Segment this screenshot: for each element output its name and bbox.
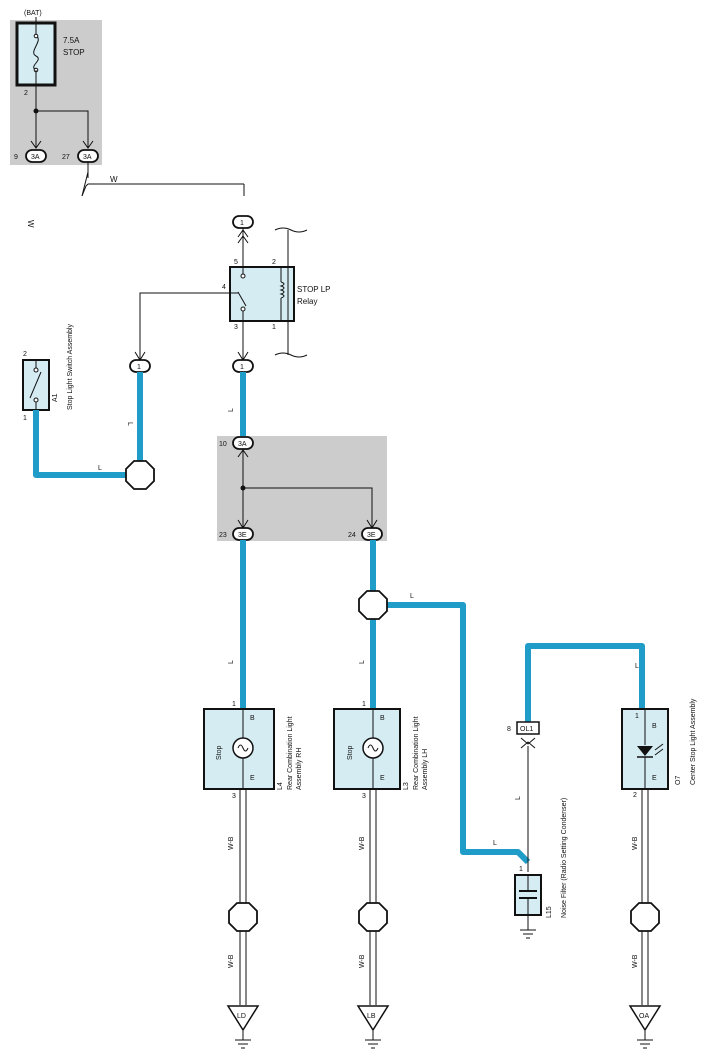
conn-3a-27-pin: 27 [62,154,70,161]
splice-lh [358,590,388,620]
splice-center-ground [630,902,660,932]
fuse-icon [33,23,39,85]
svg-text:Rear Combination Light: Rear Combination Light [413,716,420,790]
svg-text:E: E [380,775,385,782]
wire-w-top: W [110,175,118,184]
wire-l-bottom-a1: L [98,465,102,472]
wire-l-relay: L [228,408,235,412]
svg-text:W-B: W-B [632,836,639,850]
svg-text:1: 1 [240,220,244,227]
svg-text:3: 3 [234,324,238,331]
svg-text:OL1: OL1 [520,726,533,733]
svg-text:Center Stop Light Assembly: Center Stop Light Assembly [690,698,697,785]
stop-lp-relay: 5 2 4 3 1 [222,259,295,331]
splice-lh-ground [358,902,388,932]
svg-text:Noise Filter (Radio Setting Co: Noise Filter (Radio Setting Condenser) [561,798,568,918]
svg-text:B: B [380,715,385,722]
wire-l-filter: L [493,840,497,847]
ground-lh [356,1005,390,1049]
svg-text:Rear Combination Light: Rear Combination Light [287,716,294,790]
lamp-lh [333,708,401,790]
wire-w-left: W [26,220,35,228]
svg-text:O7: O7 [675,776,682,785]
splice-rh-ground [228,902,258,932]
svg-text:W-B: W-B [359,836,366,850]
fuse-pin: 2 [24,90,28,97]
svg-text:3A: 3A [83,154,92,161]
svg-text:OA: OA [639,1013,649,1020]
relay-name-1: STOP LP [297,285,331,294]
switch-pin-top: 2 [23,351,27,358]
switch-name: Stop Light Switch Assembly [67,324,74,410]
svg-text:LD: LD [237,1013,246,1020]
svg-text:W-B: W-B [228,954,235,968]
conn-3e-23-pin: 23 [219,532,227,539]
wire-l-a1: L [126,422,133,426]
svg-text:3: 3 [362,793,366,800]
switch-code: A1 [52,393,59,402]
svg-text:2: 2 [633,792,637,799]
svg-text:3E: 3E [367,532,376,539]
svg-text:E: E [652,775,657,782]
lamp-rh [203,708,275,790]
svg-text:1: 1 [519,866,523,873]
conn-ol1-pin: 8 [507,726,511,733]
svg-text:1: 1 [232,701,236,708]
conn-3a-9 [25,149,47,163]
svg-text:3E: 3E [238,532,247,539]
svg-text:LB: LB [367,1013,376,1020]
fuse-rating: 7.5A [63,36,80,45]
svg-text:1: 1 [240,364,244,371]
svg-text:E: E [250,775,255,782]
svg-text:3: 3 [232,793,236,800]
conn-ol1 [516,721,540,735]
stop-light-switch [22,359,50,411]
svg-text:W-B: W-B [359,954,366,968]
splice-switch [125,460,155,490]
svg-text:4: 4 [222,284,226,291]
svg-text:Stop: Stop [216,745,223,760]
ground-rh [226,1005,260,1049]
svg-text:5: 5 [234,259,238,266]
center-stop-light [621,708,669,790]
svg-text:L15: L15 [546,906,553,918]
svg-text:1: 1 [137,364,141,371]
svg-text:Stop: Stop [347,745,354,760]
svg-text:Assembly LH: Assembly LH [422,749,429,790]
wire-l-branch: L [410,593,414,600]
svg-text:B: B [250,715,255,722]
conn-3a-9-pin: 9 [14,154,18,161]
wire-l-lh: L [359,660,366,664]
fuse-name: STOP [63,48,85,57]
conn-3a-10-pin: 10 [219,441,227,448]
switch-pin-bottom: 1 [23,415,27,422]
svg-text:B: B [652,723,657,730]
svg-text:W-B: W-B [228,836,235,850]
wire-l-rh: L [228,660,235,664]
wire-l-center: L [635,663,639,670]
svg-text:1: 1 [362,701,366,708]
svg-text:L: L [515,796,522,800]
svg-text:Assembly RH: Assembly RH [296,748,303,790]
noise-filter [514,874,542,939]
svg-text:L3: L3 [403,782,410,790]
svg-text:3A: 3A [31,154,40,161]
svg-text:L4: L4 [277,782,284,790]
bat-label: (BAT) [24,10,42,17]
ground-center [628,1005,662,1049]
svg-text:3A: 3A [238,441,247,448]
svg-text:W-B: W-B [632,954,639,968]
conn-3e-24-pin: 24 [348,532,356,539]
svg-text:1: 1 [635,713,639,720]
svg-text:1: 1 [272,324,276,331]
svg-text:2: 2 [272,259,276,266]
relay-name-2: Relay [297,297,317,306]
relay-coil-icon [279,281,285,299]
